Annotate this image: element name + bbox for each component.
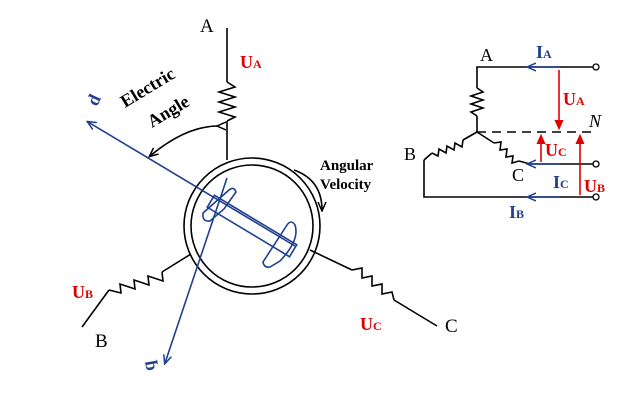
voltage-c-label: UC <box>360 314 382 334</box>
rotor <box>202 187 298 268</box>
stator-inner <box>190 164 314 288</box>
ib-label: IB <box>509 202 524 222</box>
neutral-label: N <box>588 111 602 131</box>
node-b-label: B <box>404 144 416 164</box>
uc-label: UC <box>545 140 567 160</box>
angular-velocity-label-line1: Angular <box>320 158 374 174</box>
ua-label: UA <box>563 89 585 109</box>
voltage-b-label: UB <box>72 282 93 302</box>
q-axis-line <box>165 177 228 363</box>
terminal-a-node <box>592 63 600 71</box>
node-c-label: C <box>512 165 524 185</box>
terminal-b-label: B <box>95 331 108 352</box>
d-axis-line <box>88 122 296 247</box>
angular-velocity-label-line2: Velocity <box>320 177 372 193</box>
d-axis-label: d <box>82 91 104 109</box>
stator-outer <box>183 157 321 295</box>
ic-label: IC <box>553 172 569 192</box>
winding-a <box>216 28 238 160</box>
voltage-a-label: UA <box>240 52 262 72</box>
terminal-c-node <box>592 160 600 168</box>
electric-angle-arc <box>150 126 218 156</box>
terminal-c-label: C <box>445 316 458 337</box>
q-axis-label: q <box>138 359 159 372</box>
winding-b <box>81 253 192 328</box>
ub-label: UB <box>584 176 605 196</box>
terminal-a-label: A <box>200 16 214 37</box>
winding-c <box>309 249 438 327</box>
electric-angle-label-line2: Angle <box>144 91 193 131</box>
ia-label: IA <box>536 42 552 62</box>
angular-velocity-arc <box>293 169 322 210</box>
node-a-label: A <box>480 45 493 65</box>
terminal-b-node <box>592 193 600 201</box>
